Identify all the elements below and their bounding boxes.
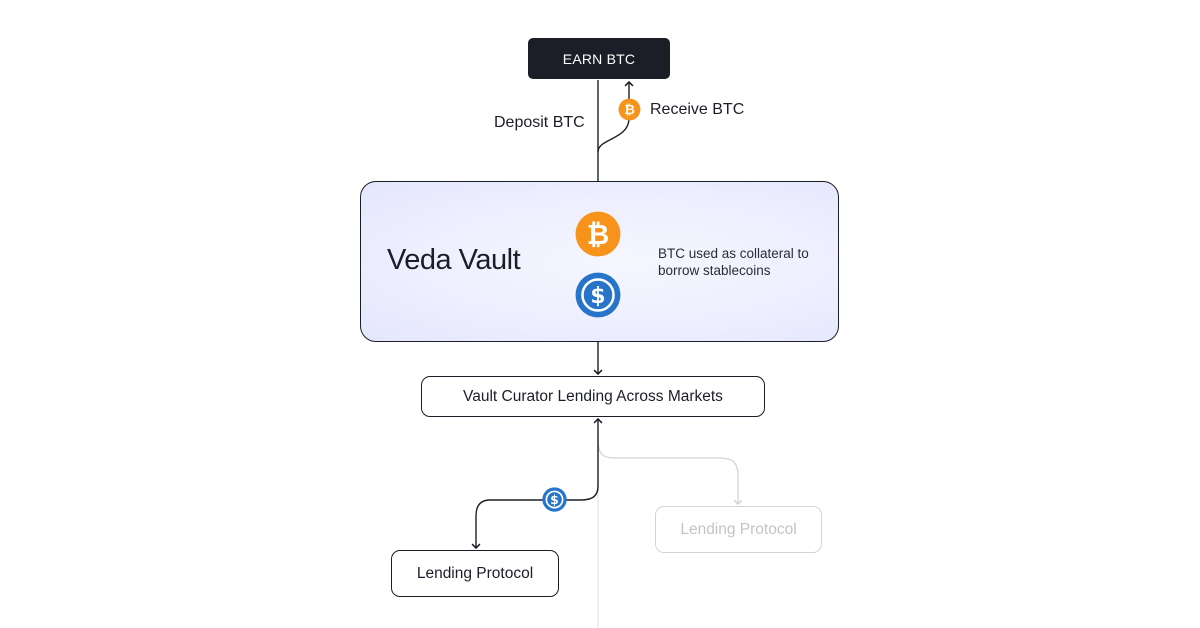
svg-text:$: $	[590, 284, 605, 309]
lending-protocol-node-left: Lending Protocol	[391, 550, 559, 597]
route-left	[471, 417, 603, 550]
lending-protocol-node-right: Lending Protocol	[655, 506, 822, 553]
lending-protocol-label: Lending Protocol	[680, 520, 797, 538]
deposit-btc-label: Deposit BTC	[494, 114, 585, 131]
vault-curator-node: Vault Curator Lending Across Markets	[421, 376, 765, 417]
svg-text:$: $	[550, 492, 559, 507]
usdc-icon: $	[542, 487, 567, 512]
svg-text:₿: ₿	[624, 103, 635, 118]
route-right	[597, 439, 743, 506]
bitcoin-icon: ₿	[575, 211, 621, 257]
earn-btc-label: EARN BTC	[562, 50, 636, 67]
receive-btc-label: Receive BTC	[650, 101, 745, 118]
bitcoin-icon: ₿	[618, 98, 641, 121]
collateral-note: BTC used as collateral to borrow stablec…	[658, 246, 809, 278]
usdc-icon: $	[575, 272, 621, 318]
vault-title: Veda Vault	[387, 244, 521, 276]
svg-text:₿: ₿	[587, 218, 609, 251]
vault-curator-label: Vault Curator Lending Across Markets	[463, 387, 723, 405]
lending-protocol-label: Lending Protocol	[416, 564, 534, 582]
earn-btc-node: EARN BTC	[528, 38, 670, 79]
